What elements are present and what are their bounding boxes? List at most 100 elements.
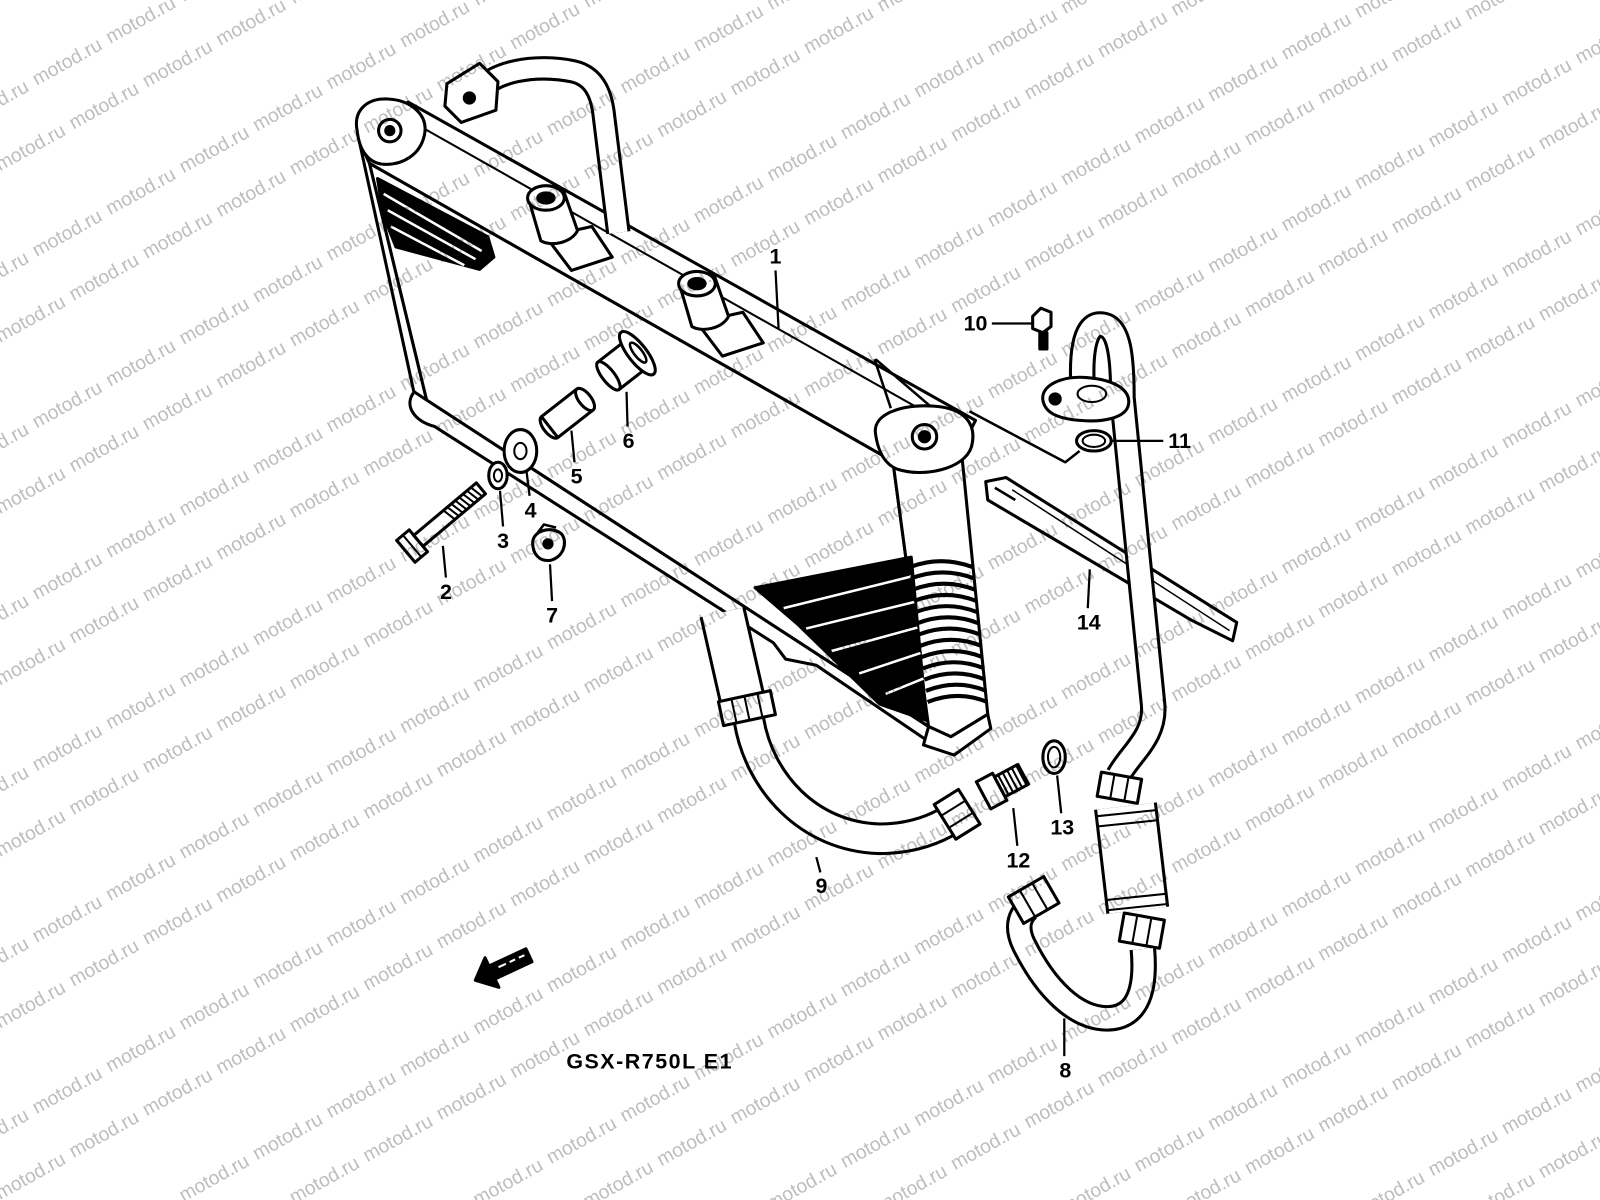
bolt-thread bbox=[442, 486, 483, 521]
bolt-head-edge bbox=[402, 534, 423, 558]
callout-label-1: 1 bbox=[770, 244, 782, 268]
leader-line-14 bbox=[1086, 569, 1091, 609]
end-nut-flats bbox=[940, 799, 974, 829]
part-1-oil-cooler bbox=[354, 97, 1081, 757]
part-11-o-ring bbox=[1075, 429, 1113, 453]
part-9-hose bbox=[699, 607, 982, 856]
cooler-grommet-a bbox=[526, 184, 614, 272]
callout-label-13: 13 bbox=[1050, 816, 1074, 840]
part-3-washer bbox=[487, 460, 509, 491]
part-12-fitting bbox=[974, 762, 1030, 811]
leader-line-5 bbox=[570, 430, 576, 463]
part-6-grommet bbox=[595, 330, 657, 392]
pipe-8-upper-fill bbox=[1072, 314, 1164, 781]
grommet-a-hole bbox=[536, 191, 556, 205]
pipe-8-hose-ridges bbox=[1095, 809, 1167, 912]
leader-line-7 bbox=[548, 564, 554, 602]
bolt-10-shank bbox=[1038, 331, 1049, 351]
o-ring-11-inner bbox=[1081, 433, 1107, 448]
pipe-8-lower-nut-body bbox=[1117, 911, 1166, 950]
callout-label-2: 2 bbox=[440, 580, 452, 604]
pipe-8-end-nut-body bbox=[1006, 875, 1061, 925]
part-7-clip-nut bbox=[531, 523, 566, 562]
right-flange-hole bbox=[917, 430, 932, 444]
leader-line-1 bbox=[774, 270, 780, 329]
hose-9-upper-nut bbox=[716, 689, 777, 728]
o-ring-13-outer bbox=[1041, 739, 1067, 775]
cooler-grommet-b bbox=[677, 269, 765, 358]
washer-4-outer bbox=[502, 428, 539, 474]
part-13-o-ring bbox=[1041, 739, 1067, 775]
callout-label-3: 3 bbox=[497, 529, 509, 553]
washer-4-hole bbox=[513, 441, 528, 461]
pipe-8-flange bbox=[1041, 375, 1131, 423]
upper-nut-flats bbox=[730, 693, 764, 724]
washer-3-outer bbox=[487, 460, 509, 491]
pipe-8-flange-hole bbox=[1048, 392, 1062, 406]
pipe-8-lower-nut-flats bbox=[1131, 915, 1153, 947]
pipe-8-lower-fill bbox=[1009, 900, 1154, 1029]
left-flange-hole bbox=[384, 125, 396, 137]
strap-body bbox=[984, 476, 1239, 643]
callout-label-7: 7 bbox=[546, 603, 558, 627]
part-14-strap bbox=[984, 476, 1239, 643]
fitting-thread bbox=[997, 764, 1028, 796]
pipe-8-end-nut-flats bbox=[1018, 882, 1049, 918]
leader-lines bbox=[441, 270, 1164, 1057]
cooler-upper-pipe bbox=[443, 56, 631, 235]
model-label: GSX-R750L E1 bbox=[566, 1049, 733, 1073]
cooler-right-fins-shadow bbox=[753, 555, 929, 722]
part-5-collar bbox=[538, 386, 597, 440]
cooler-left-flange bbox=[354, 97, 427, 166]
pipe-8-lower-nut bbox=[1117, 911, 1166, 950]
leader-line-12 bbox=[1012, 808, 1019, 847]
hose-9-fill bbox=[735, 717, 961, 853]
strap-edge bbox=[1011, 489, 1231, 632]
callout-label-11: 11 bbox=[1168, 429, 1191, 453]
callout-label-6: 6 bbox=[623, 429, 635, 453]
clip-nut-hole bbox=[542, 538, 554, 550]
leader-line-2 bbox=[441, 545, 448, 578]
leader-line-4 bbox=[525, 471, 531, 497]
part-8-oil-pipe bbox=[1006, 311, 1170, 1032]
grommet-b-hole bbox=[687, 277, 707, 291]
cooler-right-flange bbox=[873, 404, 975, 474]
bolt-10-head bbox=[1031, 306, 1053, 335]
hose-9-fitting-fill bbox=[702, 607, 763, 707]
cooler-end-fins bbox=[908, 559, 989, 704]
part-2-bolt bbox=[395, 481, 488, 564]
parts bbox=[354, 56, 1239, 1032]
o-ring-11-outer bbox=[1075, 429, 1113, 453]
leader-line-13 bbox=[1056, 775, 1063, 814]
front-arrow-shape bbox=[473, 947, 534, 989]
front-arrow-marks bbox=[498, 954, 525, 969]
leader-line-9 bbox=[815, 856, 822, 873]
leader-line-3 bbox=[498, 490, 505, 527]
pipe-8-upper-nut bbox=[1095, 770, 1144, 805]
callout-label-5: 5 bbox=[571, 465, 583, 489]
callout-label-10: 10 bbox=[964, 312, 988, 336]
part-10-bolt bbox=[1031, 306, 1053, 351]
callout-label-4: 4 bbox=[525, 498, 537, 522]
callout-label-8: 8 bbox=[1059, 1059, 1071, 1083]
part-4-washer bbox=[502, 428, 539, 474]
callout-labels: 1 2 3 4 5 6 7 8 9 10 11 12 13 14 bbox=[440, 244, 1191, 1082]
front-arrow-icon bbox=[473, 947, 534, 989]
cooler-right-fin-lines bbox=[783, 575, 924, 696]
upper-pipe-fitting-hole bbox=[462, 91, 477, 105]
cooler-mount-bracket-lines bbox=[873, 358, 1081, 464]
pipe-8-flange-port bbox=[1076, 384, 1108, 404]
end-nut-body bbox=[932, 787, 982, 841]
cooler-right-foot bbox=[921, 712, 993, 757]
clip-nut-tab bbox=[536, 523, 557, 534]
grommet-6-flange bbox=[617, 330, 657, 377]
hose-9-end-nut bbox=[932, 787, 982, 841]
pipe-8-upper-nut-body bbox=[1095, 770, 1144, 805]
strap-slot bbox=[994, 486, 1016, 502]
collar-back-edge bbox=[538, 415, 559, 440]
grommet-6-back bbox=[595, 360, 622, 392]
cooler-left-fin-lines bbox=[383, 192, 483, 267]
collar-end bbox=[574, 386, 597, 413]
pipe-8-upper-nut-flats bbox=[1109, 774, 1130, 802]
